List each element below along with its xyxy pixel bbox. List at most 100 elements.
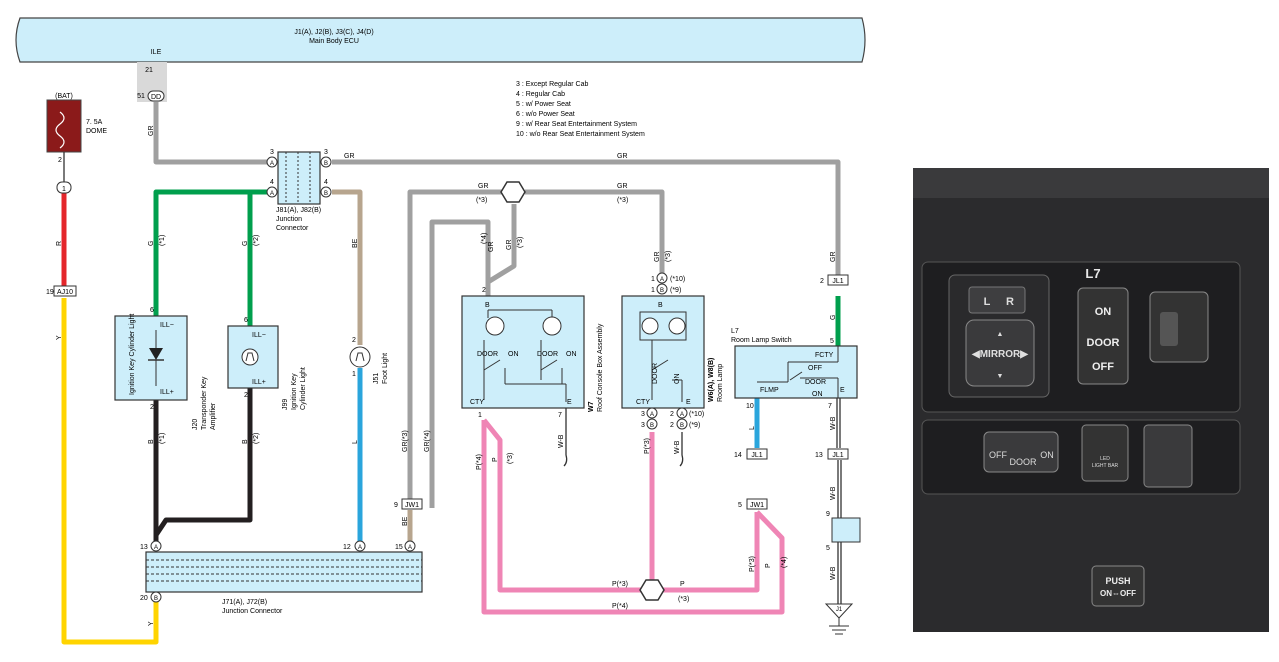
svg-text:AJ10: AJ10 bbox=[57, 289, 73, 296]
svg-text:R: R bbox=[56, 241, 63, 246]
svg-text:B: B bbox=[485, 302, 490, 309]
component-w7: 2 B DOOR ON DOOR ON CTY E 1 7 W7 Roof Co… bbox=[461, 287, 604, 419]
wire-labels: GR GR GR GR (*3) GR (*3) GR (*4) GR (*3)… bbox=[56, 126, 837, 627]
svg-text:ILL+: ILL+ bbox=[160, 389, 174, 396]
svg-text:GR: GR bbox=[654, 252, 661, 263]
svg-text:JL1: JL1 bbox=[751, 452, 762, 459]
fuse-conn: 1 bbox=[62, 186, 66, 193]
connector-jw1-right: 5 JW1 bbox=[738, 498, 768, 510]
svg-text:W-B: W-B bbox=[674, 440, 681, 454]
svg-text:W6(A), W8(B): W6(A), W8(B) bbox=[708, 358, 715, 402]
svg-text:1: 1 bbox=[478, 412, 482, 419]
svg-text:P: P bbox=[765, 563, 772, 568]
svg-text:19: 19 bbox=[46, 289, 54, 296]
svg-text:J99: J99 bbox=[282, 399, 289, 410]
svg-text:B: B bbox=[324, 191, 328, 197]
svg-text:GR: GR bbox=[344, 153, 355, 160]
svg-text:DOOR: DOOR bbox=[1010, 457, 1038, 467]
svg-text:2: 2 bbox=[150, 404, 154, 411]
svg-text:FCTY: FCTY bbox=[815, 352, 834, 359]
svg-text:3: 3 bbox=[324, 149, 328, 156]
svg-text:BE: BE bbox=[402, 516, 409, 526]
svg-text:A: A bbox=[650, 412, 654, 418]
svg-text:A: A bbox=[408, 545, 412, 551]
svg-text:G: G bbox=[242, 241, 249, 246]
ecu-connector-dd bbox=[147, 90, 165, 102]
junction-j81: A A B B 3 4 3 4 J81(A), J82(B) Junction … bbox=[266, 149, 332, 232]
svg-text:2: 2 bbox=[244, 392, 248, 399]
component-j99: 6 2 ILL− ILL+ J99 Ignition Key Cylinder … bbox=[227, 317, 307, 410]
splice-gr bbox=[500, 181, 526, 203]
svg-text:(*10): (*10) bbox=[670, 276, 685, 283]
svg-text:Ignition Key Cylinder Light: Ignition Key Cylinder Light bbox=[129, 314, 136, 395]
svg-text:2: 2 bbox=[482, 287, 486, 294]
svg-text:15: 15 bbox=[395, 544, 403, 551]
svg-text:(*3): (*3) bbox=[507, 453, 514, 464]
svg-text:GR(*3): GR(*3) bbox=[402, 430, 409, 452]
svg-text:4: 4 bbox=[270, 179, 274, 186]
svg-text:GR: GR bbox=[830, 252, 837, 263]
ecu-title: J1(A), J2(B), J3(C), J4(D) bbox=[294, 29, 373, 36]
svg-text:Cylinder Light: Cylinder Light bbox=[300, 367, 307, 410]
svg-text:ILL+: ILL+ bbox=[252, 379, 266, 386]
fuse-source: (BAT) bbox=[55, 93, 73, 100]
svg-text:12: 12 bbox=[343, 544, 351, 551]
svg-text:BE: BE bbox=[352, 238, 359, 248]
svg-text:GR: GR bbox=[488, 242, 495, 253]
svg-text:DOOR: DOOR bbox=[537, 351, 558, 358]
svg-text:9: 9 bbox=[826, 511, 830, 518]
svg-text:ON: ON bbox=[1095, 306, 1112, 318]
svg-text:13: 13 bbox=[140, 544, 148, 551]
svg-text:E: E bbox=[686, 399, 691, 406]
fuse-dome: (BAT) 7. 5A DOME 2 1 bbox=[46, 93, 107, 194]
svg-text:OFF: OFF bbox=[808, 365, 822, 372]
svg-text:L: L bbox=[352, 440, 359, 444]
svg-text:A: A bbox=[270, 191, 274, 197]
svg-text:G: G bbox=[830, 315, 837, 320]
svg-text:P(*3): P(*3) bbox=[644, 438, 651, 454]
connector-jw1-left: 9 JW1 bbox=[394, 498, 423, 510]
svg-text:10: 10 bbox=[746, 403, 754, 410]
component-l7: L7 Room Lamp Switch 5 FCTY OFF DOOR ON F… bbox=[731, 328, 858, 410]
fuse-name: DOME bbox=[86, 128, 107, 135]
svg-text:ILL−: ILL− bbox=[160, 322, 174, 329]
j71-title: J71(A), J72(B) bbox=[222, 599, 267, 606]
svg-text:P(*3): P(*3) bbox=[749, 556, 756, 572]
junction-j71: 13 A 12 A 15 A 20 B J71(A), J72(B) Junct… bbox=[140, 540, 423, 615]
j81-title: J81(A), J82(B) bbox=[276, 207, 321, 214]
svg-text:OFF: OFF bbox=[1092, 361, 1114, 373]
svg-text:J1: J1 bbox=[836, 607, 843, 613]
svg-text:3: 3 bbox=[641, 411, 645, 418]
svg-text:1: 1 bbox=[352, 371, 356, 378]
svg-text:Ignition Key: Ignition Key bbox=[291, 373, 298, 410]
wires bbox=[61, 102, 842, 645]
svg-text:(*9): (*9) bbox=[670, 287, 681, 294]
svg-text:Junction Connector: Junction Connector bbox=[222, 608, 283, 615]
svg-text:Y: Y bbox=[148, 621, 155, 626]
svg-text:(*9): (*9) bbox=[689, 422, 700, 429]
svg-text:(*2): (*2) bbox=[253, 235, 260, 246]
svg-text:ON: ON bbox=[674, 374, 681, 385]
svg-text:W-B: W-B bbox=[830, 486, 837, 500]
svg-text:Junction: Junction bbox=[276, 216, 302, 223]
svg-text:LIGHT BAR: LIGHT BAR bbox=[1092, 463, 1119, 469]
svg-text:B: B bbox=[324, 161, 328, 167]
svg-text:ON: ON bbox=[812, 391, 823, 398]
svg-text:GR: GR bbox=[617, 183, 628, 190]
svg-text:W-B: W-B bbox=[558, 434, 565, 448]
svg-text:2: 2 bbox=[352, 337, 356, 344]
svg-text:GR: GR bbox=[148, 126, 155, 137]
svg-text:(*3): (*3) bbox=[517, 237, 524, 248]
svg-text:L: L bbox=[749, 426, 756, 430]
fuse-rating: 7. 5A bbox=[86, 119, 103, 126]
svg-text:B: B bbox=[680, 423, 684, 429]
svg-text:6 : w/o Power Seat: 6 : w/o Power Seat bbox=[516, 111, 575, 118]
connector-jl1-right: 13 JL1 bbox=[815, 448, 849, 460]
svg-text:E: E bbox=[567, 399, 572, 406]
switch-panel-photo: L7 L R ◀MIRROR▶ ▲ ▼ ON DOOR OFF OFF DOOR… bbox=[913, 168, 1269, 632]
fuse-pin: 2 bbox=[58, 157, 62, 164]
svg-text:Room Lamp Switch: Room Lamp Switch bbox=[731, 337, 792, 344]
svg-text:LED: LED bbox=[1100, 456, 1110, 462]
svg-text:5 : w/ Power Seat: 5 : w/ Power Seat bbox=[516, 101, 571, 108]
